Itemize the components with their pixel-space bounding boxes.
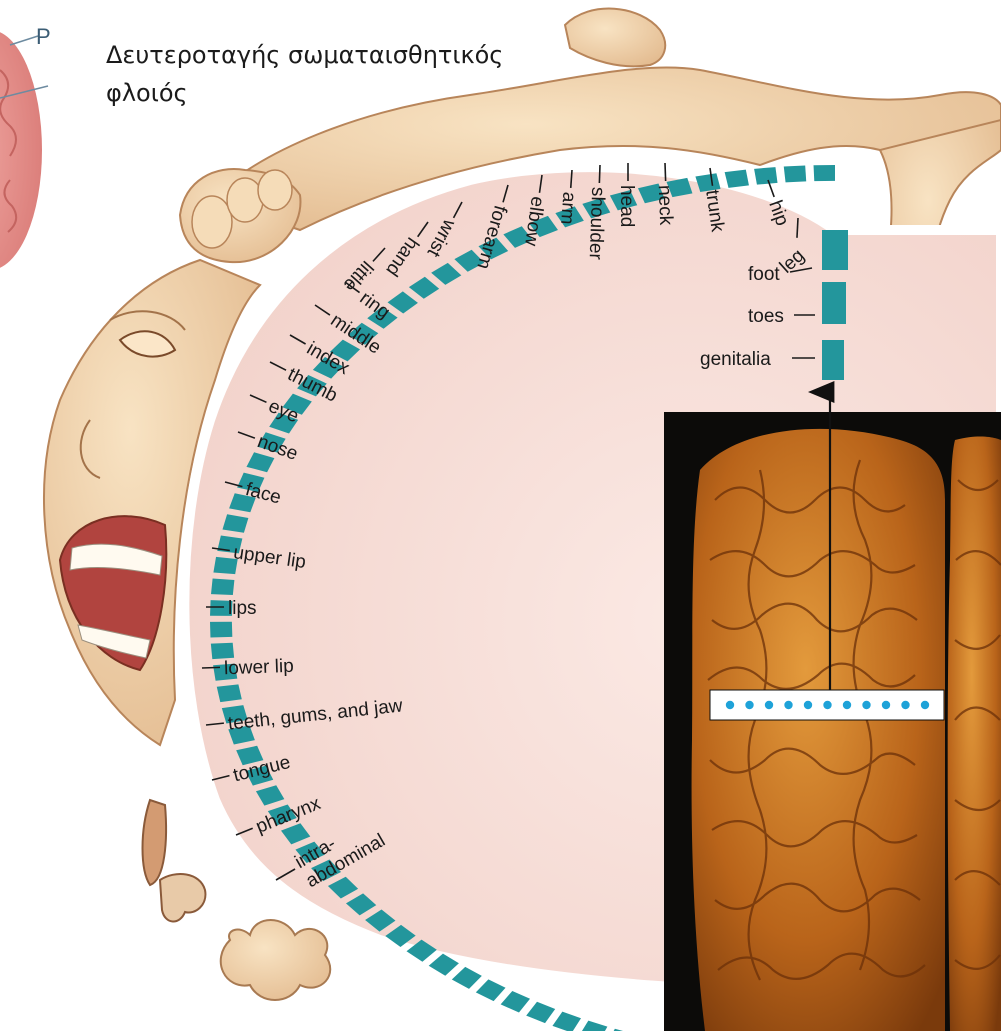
brain-corner-thumbnail: P <box>0 24 51 270</box>
cortex-segment <box>552 1012 581 1031</box>
slice-dot <box>921 701 929 709</box>
label-lower-lip-text: lower lip <box>224 656 294 679</box>
cortex-segment <box>501 991 530 1013</box>
slice-dot <box>726 701 734 709</box>
cortex-segment <box>211 643 234 659</box>
cortex-segment <box>210 622 232 638</box>
label-shoulder-text: shoulder <box>585 187 609 261</box>
cortex-segment <box>822 340 844 380</box>
cortex-segment <box>754 167 777 185</box>
label-lips-text: lips <box>228 598 257 619</box>
cortex-segment <box>822 230 848 270</box>
cortex-segment <box>217 684 242 702</box>
title-line-2: φλοιός <box>106 74 566 112</box>
slice-dot <box>745 701 753 709</box>
cortex-segment <box>784 166 806 183</box>
label-neck-text: neck <box>654 185 676 226</box>
cortex-segment <box>452 967 482 989</box>
brain-photo <box>664 392 1001 1031</box>
slice-dot <box>882 701 890 709</box>
label-genitalia-text: genitalia <box>700 349 771 370</box>
cortex-segment <box>211 578 234 594</box>
slice-dot <box>823 701 831 709</box>
title-line-1: Δευτεροταγής σωματαισθητικός <box>106 36 566 74</box>
cortex-segment <box>814 165 835 181</box>
slice-dot <box>843 701 851 709</box>
slice-dot <box>862 701 870 709</box>
slice-dot <box>765 701 773 709</box>
slice-dot <box>784 701 792 709</box>
cortex-segment <box>725 170 749 188</box>
cortex-segment <box>822 282 846 324</box>
slice-dot <box>804 701 812 709</box>
slice-dot <box>901 701 909 709</box>
page-title: Δευτεροταγής σωματαισθητικός φλοιός <box>106 36 566 112</box>
cortex-segment <box>526 1002 555 1023</box>
label-foot-text: foot <box>748 264 780 285</box>
corner-label: P <box>36 24 51 49</box>
cortex-segment <box>476 979 506 1001</box>
label-head-text: head <box>616 185 637 227</box>
label-toes-text: toes <box>748 306 784 327</box>
label-arm-text: arm <box>556 191 579 225</box>
cortex-segment <box>579 1021 607 1031</box>
